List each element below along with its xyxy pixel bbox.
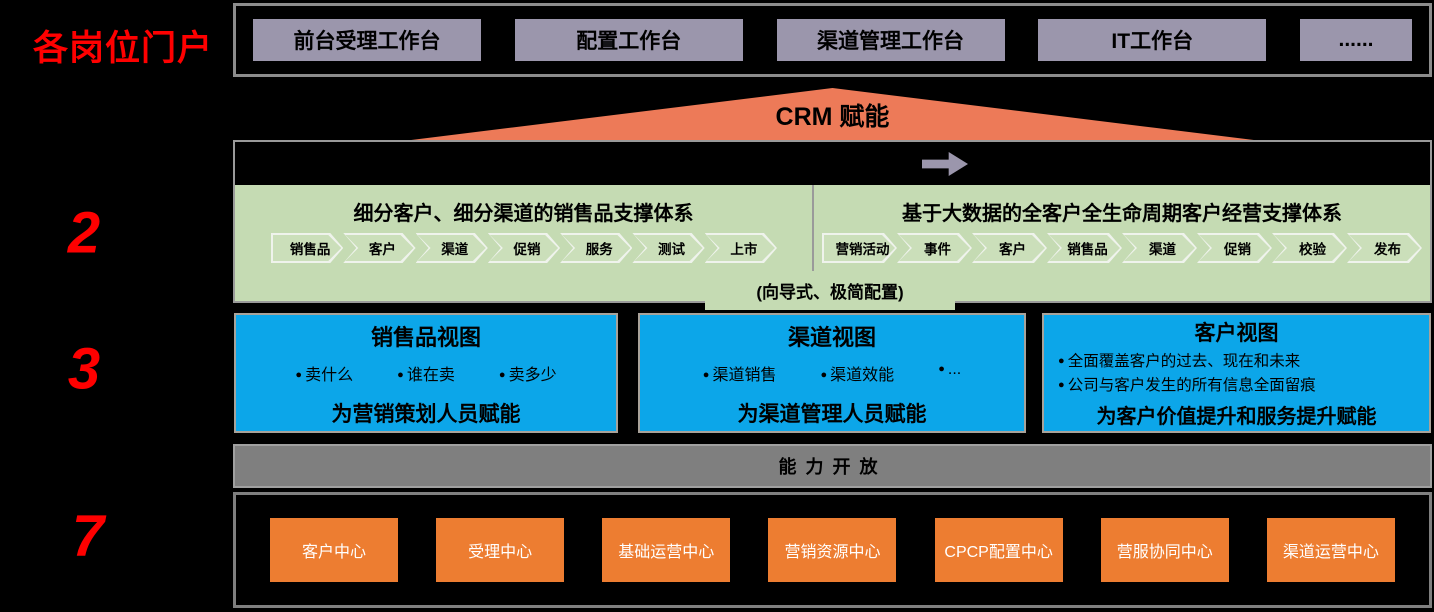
sales-support-title: 细分客户、细分渠道的销售品支撑体系	[353, 203, 694, 225]
bigdata-support-title: 基于大数据的全客户全生命周期客户经营支撑体系	[902, 203, 1342, 225]
bullet-item: 全面覆盖客户的过去、现在和未来	[1058, 350, 1429, 374]
process-step: 客户	[343, 233, 415, 263]
process-step: 发布	[1347, 233, 1422, 263]
bullet-item: 渠道效能	[820, 361, 894, 385]
sales-process-flow: 销售品 客户 渠道 促销 服务 测试 上市	[271, 233, 777, 263]
process-step: 促销	[1197, 233, 1272, 263]
card-bullets: 渠道销售 渠道效能 ...	[640, 361, 1024, 385]
sales-support-half: 细分客户、细分渠道的销售品支撑体系 销售品 客户 渠道 促销 服务 测试 上市	[235, 185, 812, 301]
customer-view-card: 客户视图 全面覆盖客户的过去、现在和未来 公司与客户发生的所有信息全面留痕 为客…	[1042, 313, 1431, 433]
chevron-shape	[271, 233, 343, 263]
center-acceptance: 受理中心	[436, 518, 565, 582]
bigdata-process-flow: 营销活动 事件 客户 销售品 渠道 促销 校验 发布	[822, 233, 1422, 263]
process-step: 销售品	[271, 233, 343, 263]
workbench-configuration: 配置工作台	[514, 19, 743, 61]
capability-open-bar: 能力开放	[233, 444, 1432, 488]
process-step: 渠道	[1122, 233, 1197, 263]
workbench-front-desk: 前台受理工作台	[253, 19, 481, 61]
portal-row-label: 各岗位门户	[33, 29, 214, 68]
process-step: 服务	[560, 233, 632, 263]
bullet-item: 卖多少	[499, 361, 557, 385]
section-number-3: 3	[67, 336, 101, 402]
bullet-item: 公司与客户发生的所有信息全面留痕	[1058, 374, 1429, 398]
crm-empowerment-label: CRM 赋能	[775, 103, 890, 131]
process-step: 测试	[632, 233, 704, 263]
workbench-more: ......	[1300, 19, 1412, 61]
portal-workbench-bar: 前台受理工作台 配置工作台 渠道管理工作台 IT工作台 ......	[233, 3, 1432, 77]
bullet-item: ...	[938, 361, 961, 385]
bigdata-support-half: 基于大数据的全客户全生命周期客户经营支撑体系 营销活动 事件 客户 销售品 渠道…	[814, 185, 1430, 301]
sales-view-card: 销售品视图 卖什么 谁在卖 卖多少 为营销策划人员赋能	[234, 313, 618, 433]
center-marketing-resources: 营销资源中心	[768, 518, 897, 582]
panel-divider	[812, 185, 814, 301]
process-step: 事件	[897, 233, 972, 263]
center-channel-operations: 渠道运营中心	[1266, 518, 1395, 582]
capability-centers-panel: 客户中心 受理中心 基础运营中心 营销资源中心 CPCP配置中心 营服协同中心 …	[233, 492, 1432, 608]
process-step: 渠道	[416, 233, 488, 263]
process-step: 上市	[705, 233, 777, 263]
card-footer: 为客户价值提升和服务提升赋能	[1096, 406, 1377, 429]
wizard-config-note: (向导式、极简配置)	[705, 271, 955, 310]
card-title: 渠道视图	[787, 325, 876, 350]
section-number-2: 2	[67, 200, 101, 266]
card-bullets: 全面覆盖客户的过去、现在和未来 公司与客户发生的所有信息全面留痕	[1058, 350, 1429, 398]
card-bullets: 卖什么 谁在卖 卖多少	[236, 361, 616, 385]
support-panel-header-band	[235, 142, 1430, 185]
process-step: 销售品	[1047, 233, 1122, 263]
center-service-collaboration: 营服协同中心	[1100, 518, 1229, 582]
card-footer: 为渠道管理人员赋能	[737, 403, 927, 426]
process-step: 促销	[488, 233, 560, 263]
process-step: 营销活动	[822, 233, 897, 263]
card-footer: 为营销策划人员赋能	[331, 403, 521, 426]
center-basic-operations: 基础运营中心	[602, 518, 731, 582]
support-systems-panel: 细分客户、细分渠道的销售品支撑体系 销售品 客户 渠道 促销 服务 测试 上市 …	[233, 140, 1432, 303]
channel-view-card: 渠道视图 渠道销售 渠道效能 ... 为渠道管理人员赋能	[638, 313, 1026, 433]
bullet-item: 谁在卖	[397, 361, 455, 385]
center-cpcp-config: CPCP配置中心	[934, 518, 1063, 582]
bullet-item: 卖什么	[295, 361, 353, 385]
process-step: 校验	[1272, 233, 1347, 263]
card-title: 客户视图	[1194, 322, 1279, 345]
section-number-7: 7	[71, 503, 105, 569]
chevron-shape	[822, 233, 897, 263]
center-customer: 客户中心	[270, 518, 398, 582]
workbench-it: IT工作台	[1038, 19, 1267, 61]
workbench-channel-management: 渠道管理工作台	[776, 19, 1005, 61]
card-title: 销售品视图	[370, 325, 481, 350]
process-step: 客户	[972, 233, 1047, 263]
bullet-item: 渠道销售	[703, 361, 776, 385]
support-panel-body: 细分客户、细分渠道的销售品支撑体系 销售品 客户 渠道 促销 服务 测试 上市 …	[235, 185, 1430, 301]
flow-arrow-icon	[922, 152, 968, 176]
